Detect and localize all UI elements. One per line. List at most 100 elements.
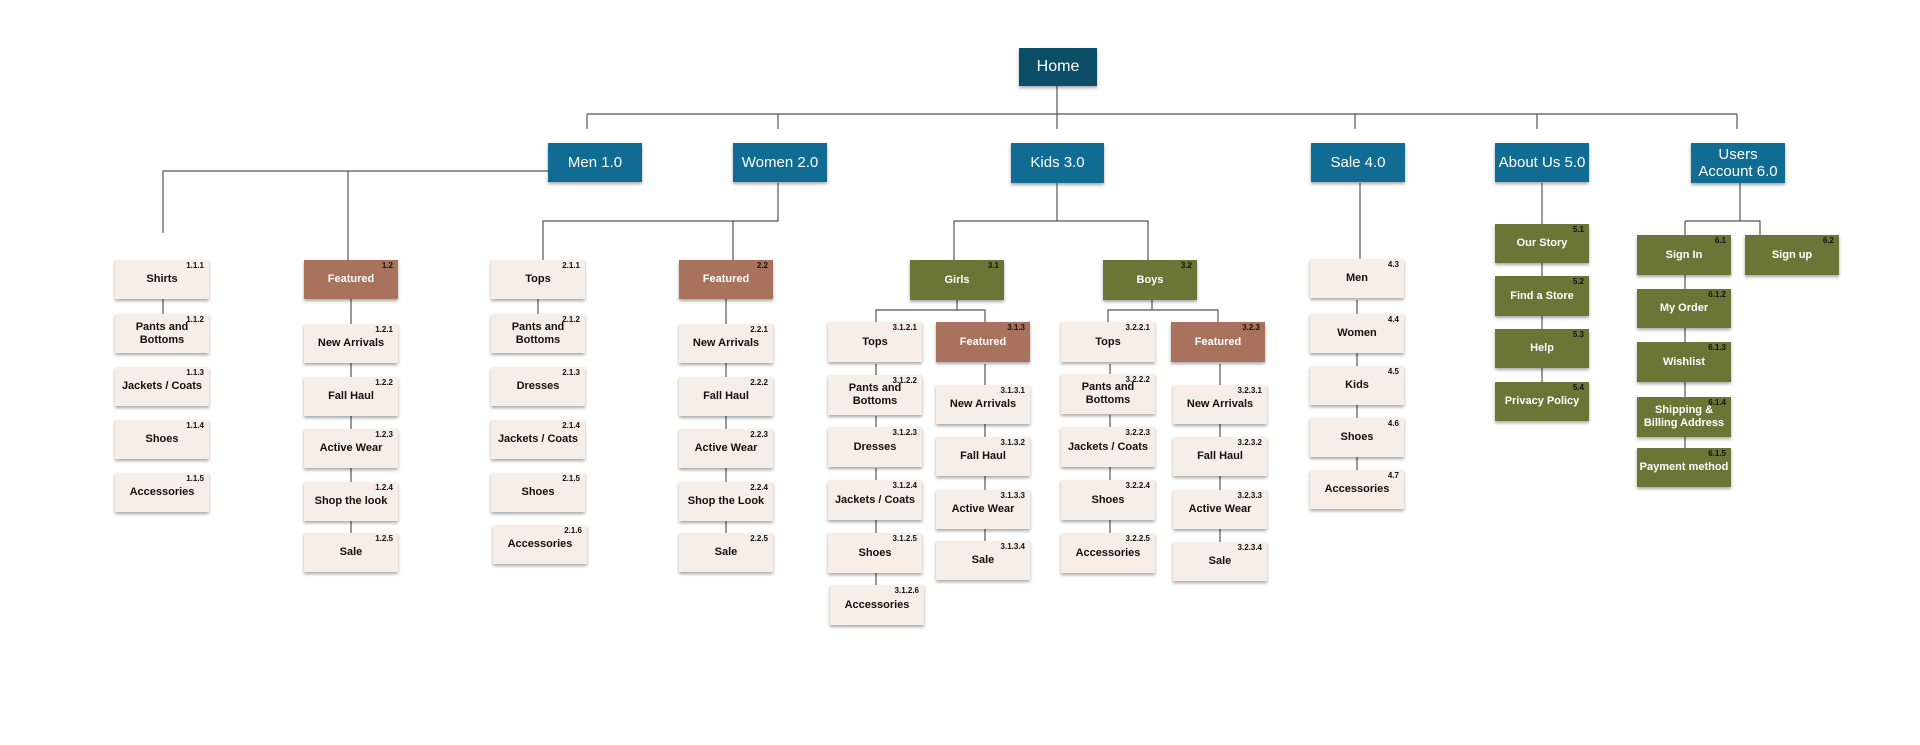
node-number: 6.1.5 xyxy=(1708,449,1726,458)
node-number: 3.1.2.1 xyxy=(892,323,917,332)
node-number: 1.2.2 xyxy=(375,378,393,387)
node-label: Tops xyxy=(862,335,888,348)
node-number: 4.4 xyxy=(1387,315,1399,324)
node-number: 2.2 xyxy=(756,261,768,270)
node-label: New Arrivals xyxy=(949,398,1017,411)
node-girls-shoes: 3.1.2.5 Shoes xyxy=(828,533,922,573)
node-number: 3.1.3.3 xyxy=(1000,491,1025,500)
node-girls-pants: 3.1.2.2 Pants and Bottoms xyxy=(828,375,922,415)
node-label: Sign In xyxy=(1665,248,1703,261)
node-number: 3.2.2.1 xyxy=(1125,323,1150,332)
node-label: Shop the Look xyxy=(687,495,765,508)
node-number: 3.2.2.5 xyxy=(1125,534,1150,543)
node-girls-tops: 3.1.2.1 Tops xyxy=(828,322,922,362)
node-number: 1.1.3 xyxy=(186,368,204,377)
node-number: 5.4 xyxy=(1572,383,1584,392)
node-label: Women xyxy=(1337,327,1377,340)
node-women-accessories: 2.1.6 Accessories xyxy=(493,525,587,564)
node-label: Fall Haul xyxy=(703,390,749,403)
node-label: Fall Haul xyxy=(1197,450,1243,463)
node-women-dresses: 2.1.3 Dresses xyxy=(491,367,585,406)
node-about-our-story: 5.1 Our Story xyxy=(1495,224,1589,263)
node-number: 6.1 xyxy=(1714,236,1726,245)
node-label: Jackets / Coats xyxy=(1067,440,1149,453)
node-girls-new-arrivals: 3.1.3.1 New Arrivals xyxy=(936,385,1030,424)
node-number: 1.2.3 xyxy=(375,430,393,439)
node-sale-kids: 4.5 Kids xyxy=(1310,366,1404,405)
home-label: Home xyxy=(1036,57,1080,75)
node-about-help: 5.3 Help xyxy=(1495,329,1589,368)
node-men-shoes: 1.1.4 Shoes xyxy=(115,420,209,459)
section-women: Women 2.0 xyxy=(733,143,827,182)
node-label: Fall Haul xyxy=(328,390,374,403)
node-girls-dresses: 3.1.2.3 Dresses xyxy=(828,427,922,467)
home-node: Home xyxy=(1019,48,1097,86)
section-men-label: Men 1.0 xyxy=(567,153,623,171)
node-about-find-a-store: 5.2 Find a Store xyxy=(1495,276,1589,316)
node-label: Accessories xyxy=(129,486,195,499)
node-users-sign-up: 6.2 Sign up xyxy=(1745,235,1839,275)
node-label: Accessories xyxy=(1075,546,1141,559)
node-label: Jackets / Coats xyxy=(497,433,579,446)
node-girls-fall-haul: 3.1.3.2 Fall Haul xyxy=(936,437,1030,476)
node-users-my-order: 6.1.2 My Order xyxy=(1637,289,1731,328)
node-label: Accessories xyxy=(1324,483,1390,496)
node-label: Pants and Bottoms xyxy=(511,320,565,346)
section-women-label: Women 2.0 xyxy=(741,153,819,171)
node-number: 1.2.4 xyxy=(375,483,393,492)
node-label: Pants and Bottoms xyxy=(848,382,902,407)
node-men-active-wear: 1.2.3 Active Wear xyxy=(304,429,398,468)
node-kids-boys: 3.2 Boys xyxy=(1103,260,1197,300)
node-label: Dresses xyxy=(853,440,897,453)
node-number: 3.2.3.1 xyxy=(1237,386,1262,395)
node-men-new-arrivals: 1.2.1 New Arrivals xyxy=(304,324,398,363)
node-number: 3.2.3.3 xyxy=(1237,491,1262,500)
section-about-us-label: About Us 5.0 xyxy=(1498,153,1586,171)
node-number: 1.2.1 xyxy=(375,325,393,334)
node-number: 3.1.3.1 xyxy=(1000,386,1025,395)
node-label: Shoes xyxy=(145,433,179,446)
node-number: 3.2.2.4 xyxy=(1125,481,1150,490)
node-number: 4.7 xyxy=(1387,471,1399,480)
node-women-jackets: 2.1.4 Jackets / Coats xyxy=(491,420,585,459)
node-men-fall-haul: 1.2.2 Fall Haul xyxy=(304,377,398,416)
node-number: 3.2.3.2 xyxy=(1237,438,1262,447)
node-boys-new-arrivals: 3.2.3.1 New Arrivals xyxy=(1173,385,1267,424)
node-number: 3.1.2.5 xyxy=(892,534,917,543)
node-users-shipping-billing: 6.1.4 Shipping & Billing Address xyxy=(1637,397,1731,437)
node-label: Active Wear xyxy=(951,503,1015,516)
node-number: 3.1.3 xyxy=(1007,323,1025,332)
node-number: 2.2.5 xyxy=(750,534,768,543)
node-women-fall-haul: 2.2.2 Fall Haul xyxy=(679,377,773,416)
node-number: 5.2 xyxy=(1572,277,1584,286)
node-number: 2.1.6 xyxy=(564,526,582,535)
node-sale-men: 4.3 Men xyxy=(1310,259,1404,298)
node-men-sale: 1.2.5 Sale xyxy=(304,533,398,572)
node-users-sign-in: 6.1 Sign In xyxy=(1637,235,1731,275)
node-label: Sale xyxy=(1208,555,1232,568)
node-number: 3.2.2.2 xyxy=(1125,375,1150,384)
node-number: 1.1.5 xyxy=(186,474,204,483)
node-label: Help xyxy=(1530,342,1554,355)
node-number: 3.1.2.6 xyxy=(894,586,919,595)
node-kids-girls: 3.1 Girls xyxy=(910,260,1004,300)
node-users-wishlist: 6.1.3 Wishlist xyxy=(1637,342,1731,382)
node-number: 3.1.3.2 xyxy=(1000,438,1025,447)
node-number: 6.1.2 xyxy=(1708,290,1726,299)
node-label: Tops xyxy=(525,273,551,286)
node-boys-fall-haul: 3.2.3.2 Fall Haul xyxy=(1173,437,1267,476)
node-sale-shoes: 4.6 Shoes xyxy=(1310,418,1404,457)
node-number: 4.3 xyxy=(1387,260,1399,269)
node-label: Kids xyxy=(1345,379,1369,392)
node-label: Payment method xyxy=(1639,461,1729,474)
section-about-us: About Us 5.0 xyxy=(1495,143,1589,182)
node-label: New Arrivals xyxy=(692,337,760,350)
node-label: New Arrivals xyxy=(1186,398,1254,411)
node-number: 1.1.2 xyxy=(186,315,204,324)
node-label: Shop the look xyxy=(314,495,388,508)
node-number: 6.1.3 xyxy=(1708,343,1726,352)
node-label: Fall Haul xyxy=(960,450,1006,463)
node-women-featured: 2.2 Featured xyxy=(679,260,773,299)
node-number: 3.1.2.3 xyxy=(892,428,917,437)
